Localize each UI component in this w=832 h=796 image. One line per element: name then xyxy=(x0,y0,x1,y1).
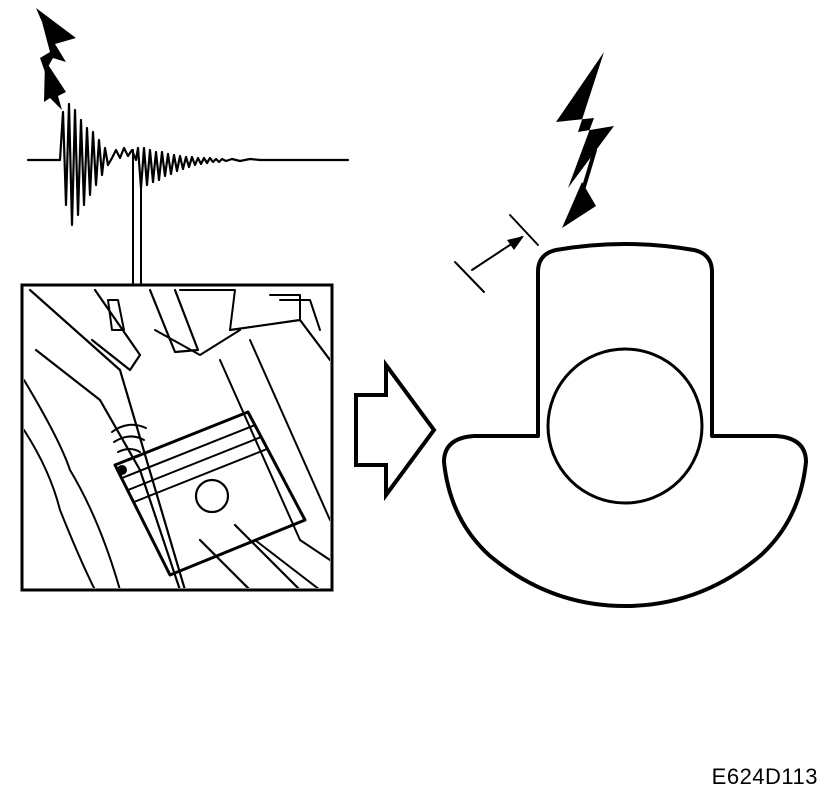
piston-pin-bore xyxy=(546,347,704,505)
figure-id-label: E624D113 xyxy=(711,764,818,789)
dimension-marker xyxy=(454,214,539,293)
transition-arrow-icon xyxy=(354,358,437,502)
lightning-bolt-icon-left xyxy=(36,8,76,110)
cylinder-cutaway-inset xyxy=(20,283,334,592)
piston-cross-section xyxy=(442,242,808,608)
lightning-bolt-icon-right xyxy=(556,52,614,228)
